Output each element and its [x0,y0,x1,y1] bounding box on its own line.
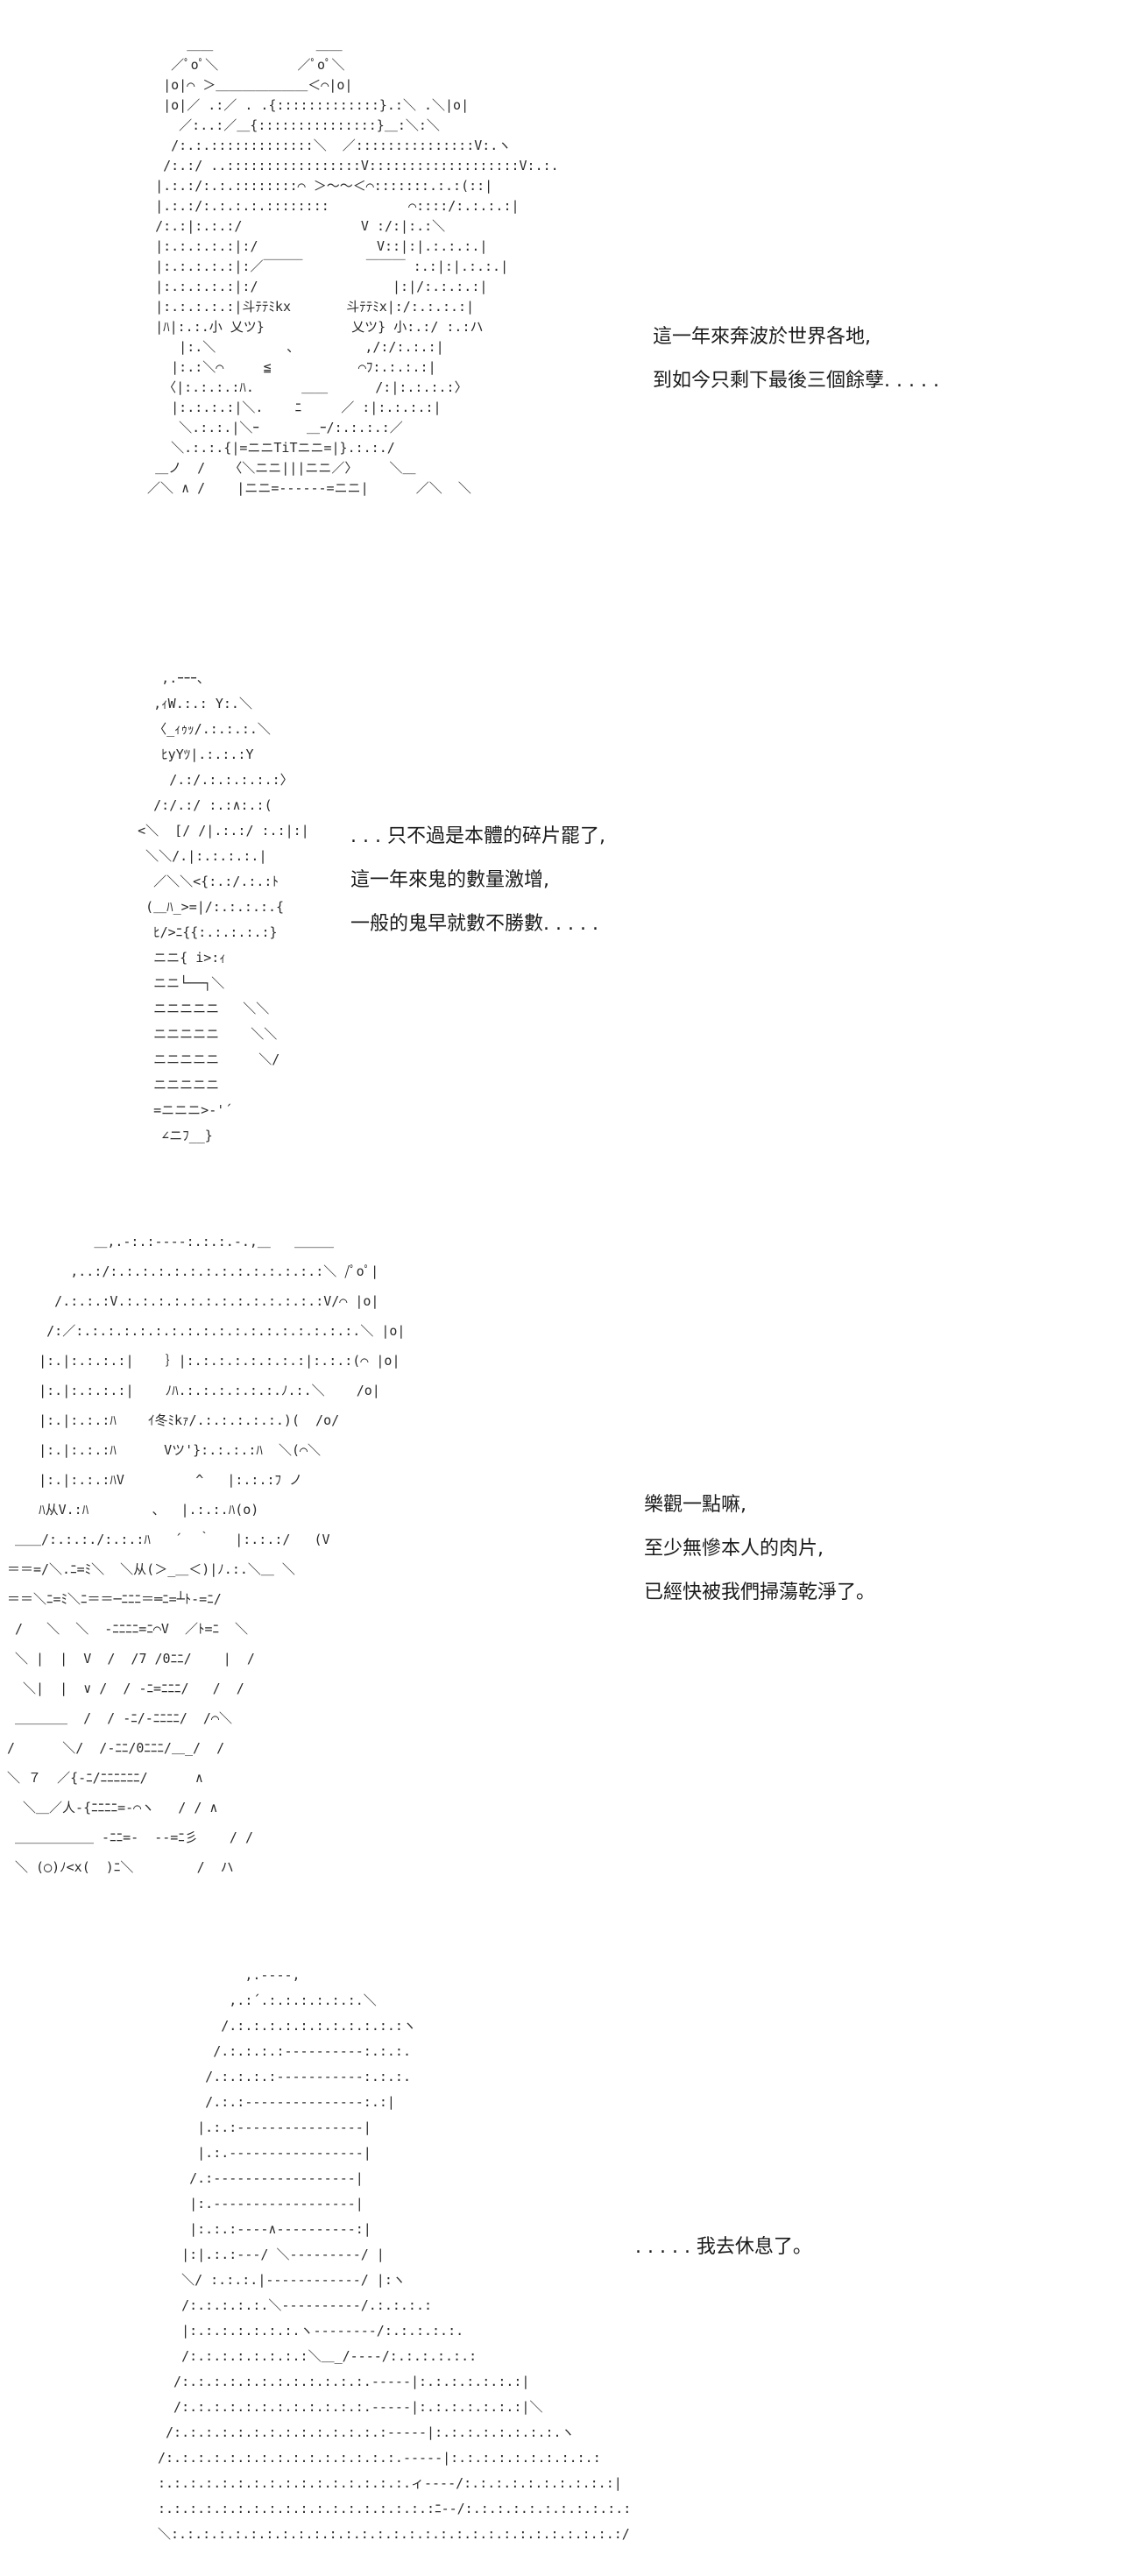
ascii-art-character-1: ＿＿ ＿＿ ／ﾟoﾟ＼ ／ﾟoﾟ＼ |o|⌒ ＞＿＿＿＿＿＿＿＜⌒|o| |o|… [147,37,559,496]
panel-3: ＿,.-:.:-‐‐‐:.:.:.-.,＿ ＿＿＿ ,..:/:.:.:.:.:… [0,1209,1139,1910]
dialogue-4: . . . . . 我去休息了。 [635,2226,812,2269]
dialogue-line: 至少無慘本人的肉片, [644,1538,824,1560]
panel-2: ,.ｰｰｰ、 ,ｨW.:.: Y:.＼ 〈_ｨｩｯ/.:.:.:.＼ ﾋyYﾂ|… [0,648,1139,1174]
dialogue-line: 一般的鬼早就數不勝數. . . . . [350,913,598,935]
dialogue-line: . . . . . 我去休息了。 [635,2236,812,2258]
dialogue-line: 已經快被我們掃蕩乾淨了。 [644,1582,876,1603]
panel-1: ＿＿ ＿＿ ／ﾟoﾟ＼ ／ﾟoﾟ＼ |o|⌒ ＞＿＿＿＿＿＿＿＜⌒|o| |o|… [0,18,1139,596]
dialogue-line: 這一年來奔波於世界各地, [653,326,871,348]
dialogue-line: 這一年來鬼的數量激增, [350,869,549,891]
dialogue-3: 樂觀一點嘛, 至少無慘本人的肉片, 已經快被我們掃蕩乾淨了。 [644,1483,875,1615]
dialogue-line: . . . 只不過是本體的碎片罷了, [350,825,605,847]
ascii-art-character-3: ＿,.-:.:-‐‐‐:.:.:.-.,＿ ＿＿＿ ,..:/:.:.:.:.:… [7,1234,406,1875]
dialogue-line: 到如今只剩下最後三個餘孽. . . . . [653,370,939,392]
dialogue-line: 樂觀一點嘛, [644,1494,746,1516]
panel-4: ,.-‐‐-, ,.:´.:.:.:.:.:.:.＼ /.:.:.:.:.:.:… [0,1945,1139,2576]
dialogue-1: 這一年來奔波於世界各地, 到如今只剩下最後三個餘孽. . . . . [653,315,939,403]
ascii-art-character-2: ,.ｰｰｰ、 ,ｨW.:.: Y:.＼ 〈_ｨｩｯ/.:.:.:.＼ ﾋyYﾂ|… [138,670,309,1143]
ascii-art-character-4: ,.-‐‐-, ,.:´.:.:.:.:.:.:.＼ /.:.:.:.:.:.:… [158,1967,632,2542]
dialogue-2: . . . 只不過是本體的碎片罷了, 這一年來鬼的數量激增, 一般的鬼早就數不勝… [350,815,605,946]
